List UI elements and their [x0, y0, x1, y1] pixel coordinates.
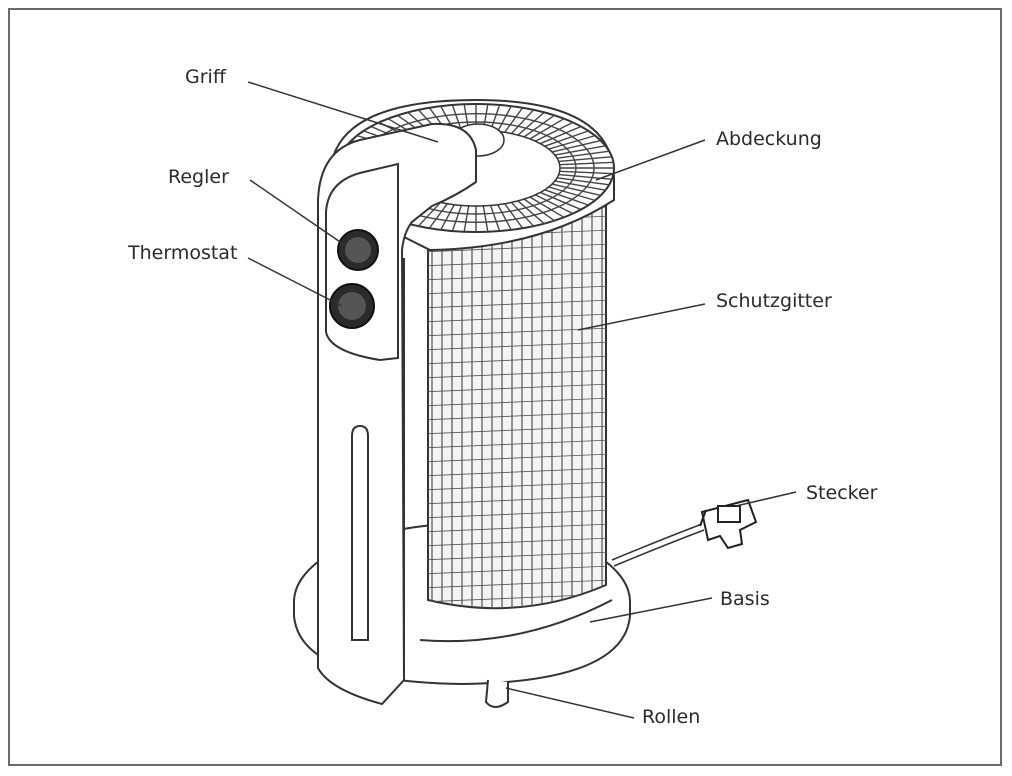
- leader-regler: [249, 179, 347, 247]
- leader-lines: [247, 81, 797, 719]
- leader-schutzgitter: [577, 303, 706, 331]
- power-cord: [611, 523, 705, 567]
- guard-grille: [427, 204, 607, 610]
- label-thermostat: Thermostat: [128, 242, 238, 264]
- plug: [699, 498, 758, 550]
- leader-thermostat: [247, 257, 343, 307]
- thermostat-knob: [329, 283, 375, 329]
- label-griff: Griff: [185, 66, 226, 88]
- wheel: [484, 679, 509, 708]
- label-regler: Regler: [168, 166, 229, 188]
- label-rollen: Rollen: [642, 706, 701, 728]
- leader-basis: [589, 597, 713, 623]
- label-abdeckung: Abdeckung: [716, 128, 822, 150]
- label-stecker: Stecker: [806, 482, 878, 504]
- regler-knob: [337, 229, 379, 271]
- leader-stecker: [735, 491, 797, 507]
- leader-rollen: [505, 687, 635, 719]
- leader-abdeckung: [595, 139, 706, 181]
- leader-griff: [247, 81, 439, 143]
- label-basis: Basis: [720, 588, 770, 610]
- label-schutzgitter: Schutzgitter: [716, 290, 832, 312]
